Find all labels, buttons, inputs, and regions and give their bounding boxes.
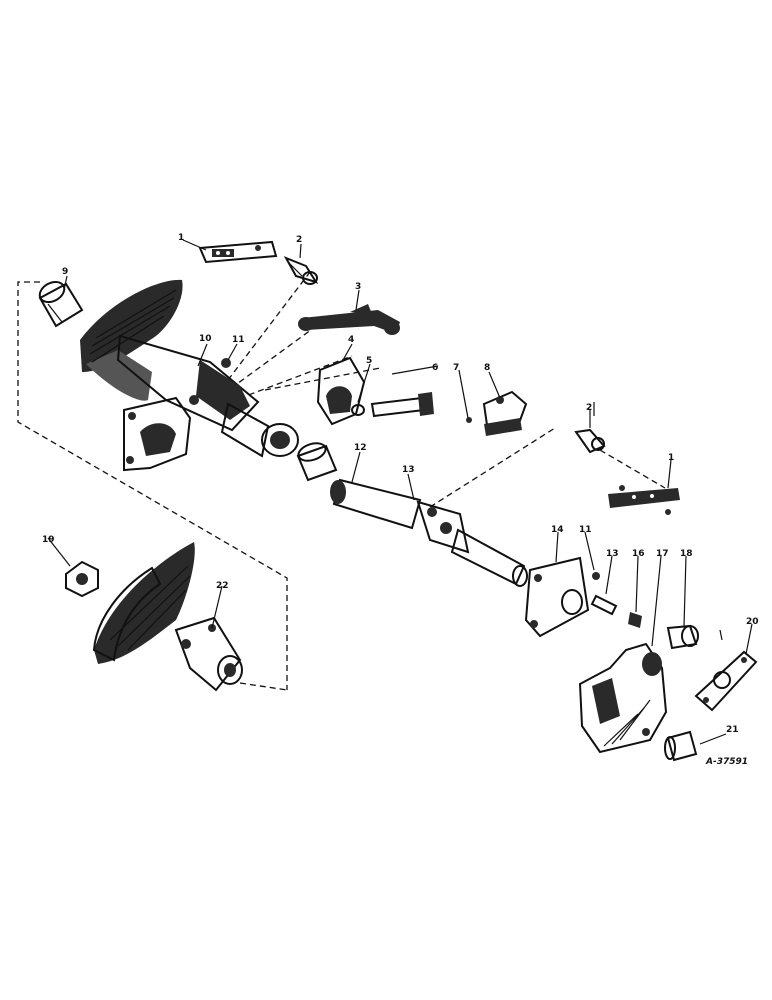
reference-code: A-37591 <box>705 757 748 767</box>
hex-nut-part-19 <box>65 560 99 598</box>
clamp-part-8 <box>482 390 528 436</box>
sleeve-bushing <box>296 442 338 482</box>
callout-16: 16 <box>632 549 645 559</box>
callout-2: 2 <box>296 235 302 245</box>
callout-2-right: 2 <box>586 403 592 413</box>
callout-8: 8 <box>484 363 490 373</box>
callout-7: 7 <box>453 363 459 373</box>
callout-1: 1 <box>178 233 184 243</box>
bolt-part-6 <box>370 392 434 418</box>
nut-part-11-top <box>221 358 231 368</box>
bolt-part-21 <box>664 730 698 762</box>
callout-9: 9 <box>62 267 68 277</box>
callout-19: 19 <box>42 535 55 545</box>
callout-10: 10 <box>199 334 212 344</box>
callout-13: 13 <box>402 465 415 475</box>
washer-part-5 <box>351 404 365 416</box>
callout-21: 21 <box>726 725 739 735</box>
housing-part-22 <box>92 542 243 692</box>
callout-labels: 1 2 3 4 5 6 7 8 9 10 11 12 13 2 1 14 11 … <box>42 233 759 767</box>
strap-part-1-top <box>198 240 278 264</box>
callout-11: 11 <box>232 335 245 345</box>
bolt-part-18 <box>666 624 723 650</box>
gasket-part-20 <box>694 650 758 712</box>
callout-5: 5 <box>366 356 372 366</box>
pin-part-13-right <box>590 594 618 616</box>
bearing-cap-left <box>123 396 192 472</box>
callout-18: 18 <box>680 549 693 559</box>
callout-20: 20 <box>746 617 759 627</box>
callout-3: 3 <box>355 282 361 292</box>
callout-4: 4 <box>348 335 354 345</box>
bearing-block-part-14 <box>524 556 590 638</box>
callout-11-right: 11 <box>579 525 592 535</box>
pin-part-16 <box>628 612 642 628</box>
callout-12: 12 <box>354 443 367 453</box>
housing-part-17 <box>578 642 668 754</box>
housing-part-10 <box>80 279 299 458</box>
callout-22: 22 <box>216 581 229 591</box>
callout-17: 17 <box>656 549 669 559</box>
pin-part-2-top <box>283 256 319 285</box>
callout-6: 6 <box>432 363 438 373</box>
screw-part-7 <box>466 417 472 423</box>
callout-13-right: 13 <box>606 549 619 559</box>
callout-14: 14 <box>551 525 564 535</box>
callout-leaders <box>47 239 753 745</box>
nut-part-11-right <box>592 572 600 580</box>
callout-1-right: 1 <box>668 453 674 463</box>
pin-part-2-right <box>574 402 606 454</box>
link-part-3 <box>298 304 400 335</box>
strap-part-1-right <box>608 485 680 515</box>
bushing-part-9 <box>38 280 84 328</box>
shaft-part-12-13 <box>330 478 528 587</box>
